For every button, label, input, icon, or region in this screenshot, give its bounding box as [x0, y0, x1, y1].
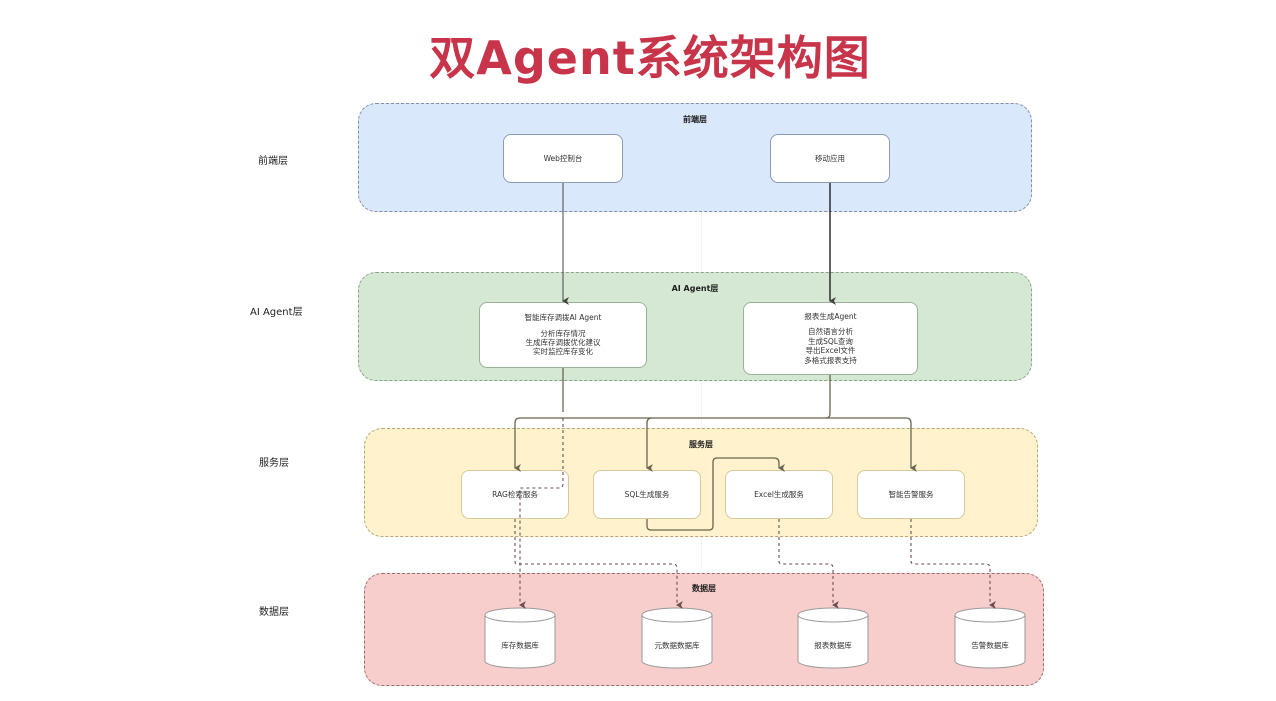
db-metadata[interactable]: 元数据数据库	[641, 607, 713, 669]
db-label: 库存数据库	[501, 641, 539, 650]
layer-agent: AI Agent层	[358, 272, 1032, 381]
node-label: 移动应用	[815, 153, 845, 163]
node-label: SQL生成服务	[624, 489, 670, 499]
side-label-frontend: 前端层	[258, 156, 288, 167]
node-alert-service[interactable]: 智能告警服务	[857, 470, 965, 519]
db-label: 告警数据库	[971, 641, 1009, 650]
node-label: RAG检索服务	[492, 489, 538, 499]
side-label-service: 服务层	[259, 458, 289, 469]
layer-title-data: 数据层	[692, 584, 716, 593]
layer-title-agent: AI Agent层	[671, 284, 719, 293]
node-inventory-agent[interactable]: 智能库存调拨AI Agent 分析库存情况 生成库存调拨优化建议 实时监控库存变…	[479, 302, 647, 368]
node-detail: 生成库存调拨优化建议	[525, 338, 601, 347]
db-label: 元数据数据库	[654, 641, 700, 650]
node-excel-service[interactable]: Excel生成服务	[725, 470, 833, 519]
node-rag-service[interactable]: RAG检索服务	[461, 470, 569, 519]
db-alert[interactable]: 告警数据库	[954, 607, 1026, 669]
node-detail: 导出Excel文件	[805, 346, 856, 356]
node-detail: 生成SQL查询	[808, 336, 853, 346]
node-label: 智能告警服务	[888, 489, 934, 499]
node-label: Web控制台	[543, 153, 583, 163]
db-label: 报表数据库	[814, 641, 852, 650]
node-web-console[interactable]: Web控制台	[503, 134, 623, 183]
node-label: 报表生成Agent	[804, 312, 857, 322]
database-icon	[641, 607, 713, 669]
node-label: Excel生成服务	[754, 489, 804, 499]
node-label: 智能库存调拨AI Agent	[524, 313, 602, 323]
layer-frontend: 前端层	[358, 103, 1032, 212]
node-detail: 自然语言分析	[808, 327, 853, 337]
db-report[interactable]: 报表数据库	[797, 607, 869, 669]
node-mobile-app[interactable]: 移动应用	[770, 134, 890, 183]
layer-title-frontend: 前端层	[683, 115, 707, 124]
database-icon	[484, 607, 556, 669]
side-label-agent: AI Agent层	[250, 307, 303, 318]
database-icon	[954, 607, 1026, 669]
diagram-title: 双Agent系统架构图	[429, 31, 871, 85]
db-inventory[interactable]: 库存数据库	[484, 607, 556, 669]
layer-title-service: 服务层	[689, 440, 713, 449]
database-icon	[797, 607, 869, 669]
node-report-agent[interactable]: 报表生成Agent 自然语言分析 生成SQL查询 导出Excel文件 多格式报表…	[743, 302, 918, 375]
node-detail: 多格式报表支持	[804, 355, 857, 365]
side-label-data: 数据层	[259, 607, 289, 618]
node-detail: 实时监控库存变化	[533, 347, 593, 357]
node-detail: 分析库存情况	[540, 328, 586, 338]
node-sql-service[interactable]: SQL生成服务	[593, 470, 701, 519]
